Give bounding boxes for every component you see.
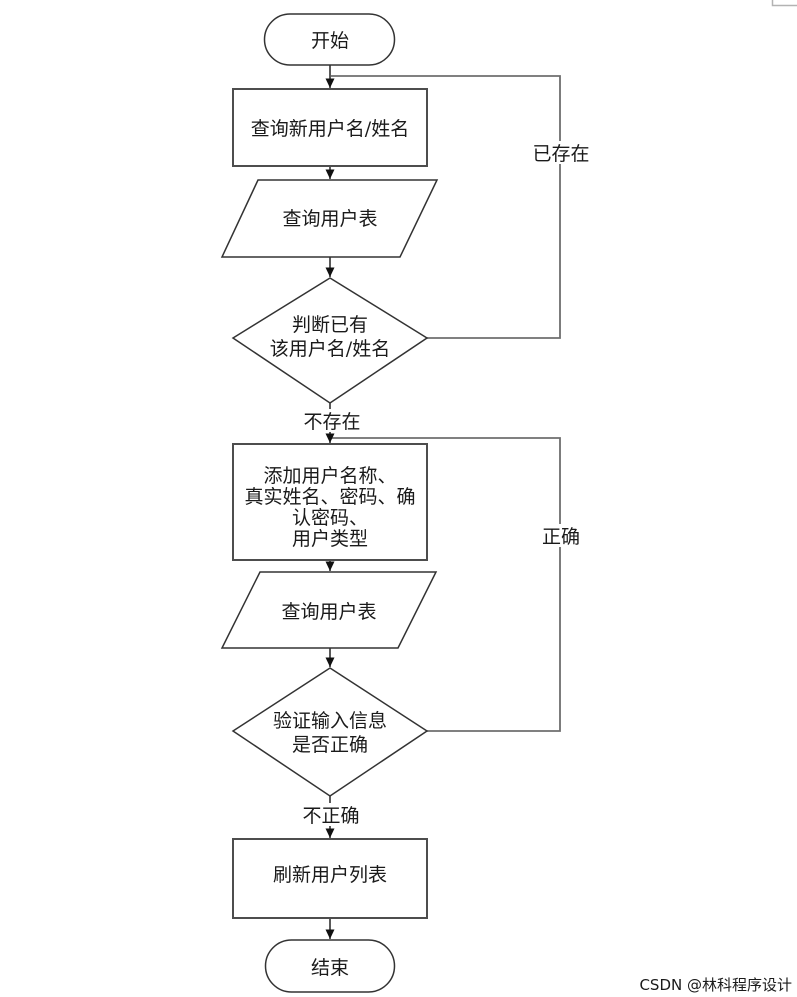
edge-label-correct: 正确: [542, 526, 580, 548]
query-user-table-1-shape: [220, 179, 439, 258]
add-user-info-label-line4: 用户类型: [292, 528, 368, 550]
add-user-info-process-shape: [232, 443, 428, 561]
add-user-info-label-line3: 认密码、: [292, 507, 368, 529]
start-label: 开始: [311, 30, 349, 52]
query-user-table-2-shape: [220, 571, 438, 649]
end-terminator-shape: [264, 939, 396, 993]
check-existing-decision-shape: [231, 277, 429, 404]
refresh-user-list-process-shape: [232, 838, 428, 919]
add-user-info-label-line2: 真实姓名、密码、确: [244, 486, 415, 508]
edge-label-exists: 已存在: [532, 143, 589, 165]
csdn-watermark: CSDN @林科程序设计: [639, 976, 792, 994]
query-user-table-2-label: 查询用户表: [281, 601, 376, 623]
edge-correct-loop: [331, 437, 561, 732]
refresh-user-list-label: 刷新用户列表: [273, 864, 387, 886]
correct-label-bg: [539, 524, 584, 547]
verify-input-label-line2: 是否正确: [292, 734, 368, 756]
incorrect-label-bg: [301, 803, 361, 826]
not-exists-label-bg: [302, 409, 362, 432]
query-new-user-label: 查询新用户名/姓名: [251, 118, 409, 140]
end-label: 结束: [311, 957, 349, 979]
edge-exists-loop: [331, 75, 561, 339]
exists-label-bg: [529, 141, 593, 164]
add-user-info-label-line1: 添加用户名称、: [263, 465, 396, 487]
check-existing-label-line2: 该用户名/姓名: [270, 338, 390, 360]
check-existing-label-line1: 判断已有: [292, 314, 368, 336]
query-new-user-process-shape: [232, 88, 428, 167]
edge-label-not-exists: 不存在: [303, 411, 360, 433]
verify-input-decision-shape: [231, 667, 429, 797]
frame-fragment: [771, 0, 797, 7]
edge-label-incorrect: 不正确: [302, 805, 359, 827]
query-user-table-1-label: 查询用户表: [282, 208, 377, 230]
verify-input-label-line1: 验证输入信息: [273, 710, 387, 732]
start-terminator-shape: [263, 13, 396, 66]
